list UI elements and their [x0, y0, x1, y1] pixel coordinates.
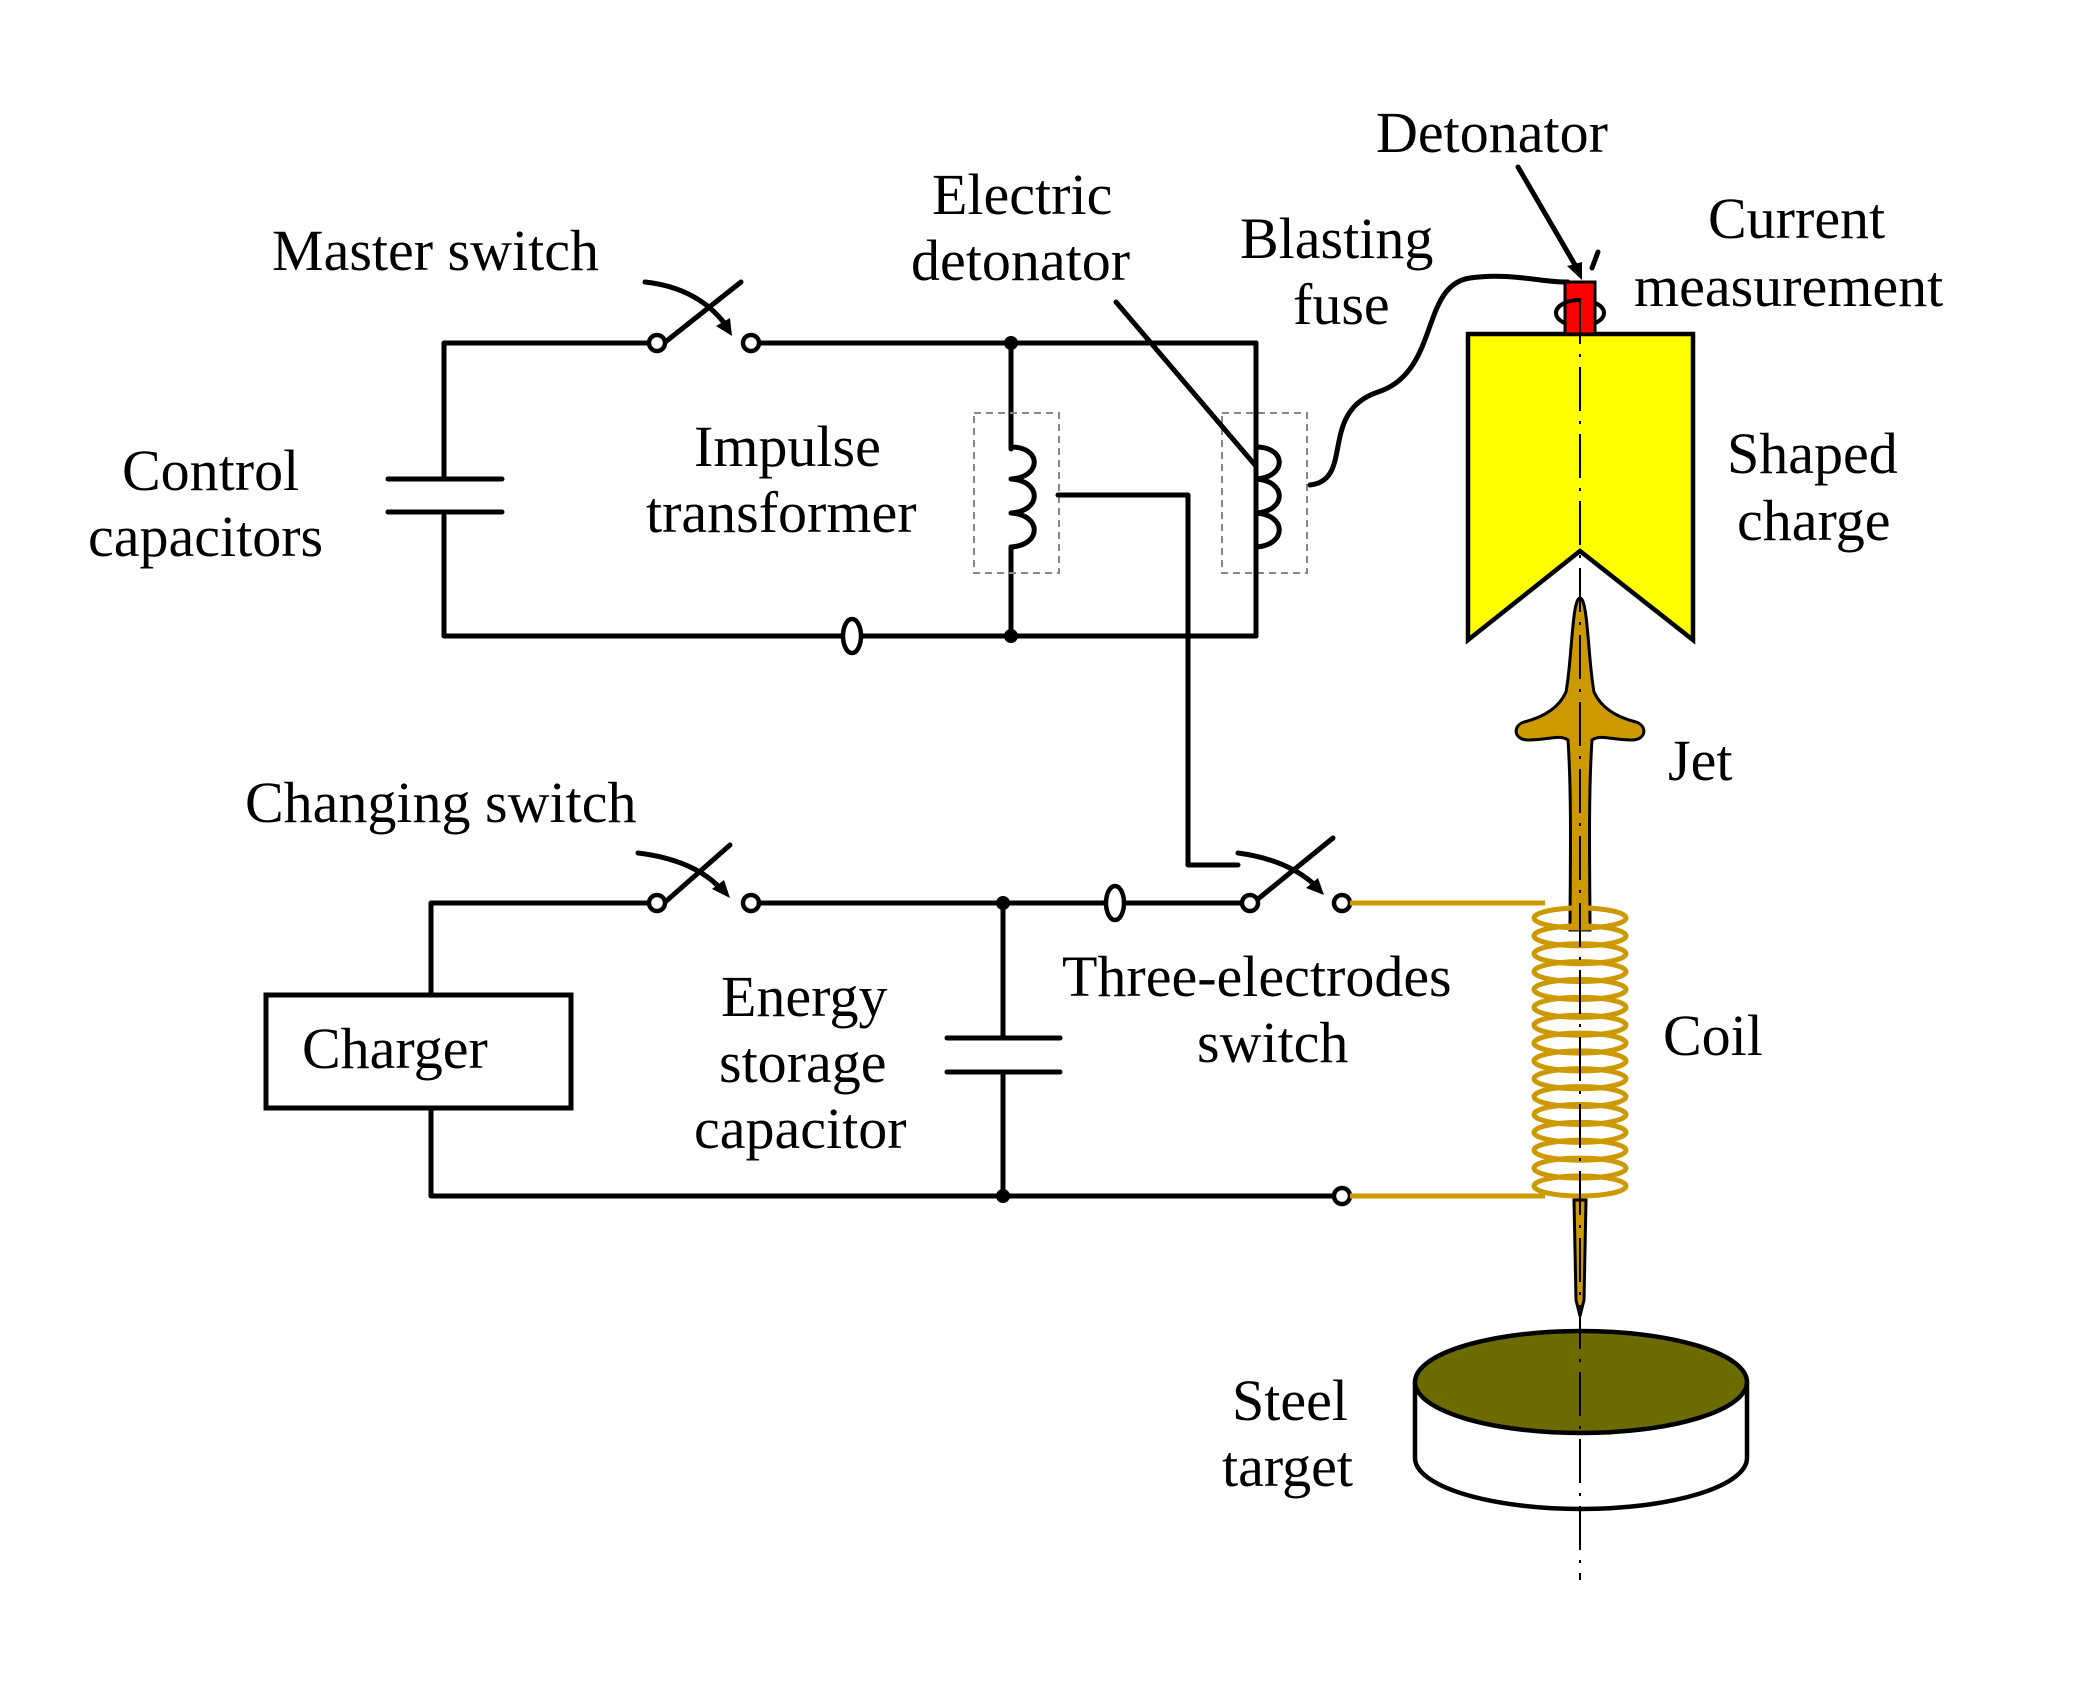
- top-circuit: [385, 273, 1571, 868]
- control-current-ring: [840, 616, 864, 656]
- shaped-charge: [1465, 331, 1696, 645]
- label-impulse-transformer-2: transformer: [646, 480, 917, 545]
- label-shaped-charge-1: Shaped: [1727, 421, 1898, 486]
- label-impulse-transformer-1: Impulse: [694, 414, 881, 479]
- label-electric-detonator-2: detonator: [911, 228, 1130, 293]
- label-energy-storage-1: Energy: [721, 964, 887, 1029]
- master-switch-terminal-right: [740, 332, 762, 354]
- label-energy-storage-2: storage: [719, 1030, 887, 1095]
- charger-bottom-wire: [428, 1105, 1336, 1199]
- label-changing-switch: Changing switch: [245, 770, 636, 835]
- label-current-measurement-1: Current: [1708, 186, 1885, 251]
- master-switch-arrow: [642, 279, 731, 331]
- master-switch-terminal-left: [646, 332, 668, 354]
- electric-detonator-box: [1221, 412, 1308, 574]
- label-blasting-fuse-1: Blasting: [1240, 206, 1433, 271]
- labels: Master switch Electric detonator Detonat…: [88, 100, 1943, 1499]
- master-switch: [642, 279, 762, 354]
- top-left-wire: [441, 340, 660, 479]
- three-electrodes-switch: [1235, 835, 1353, 914]
- label-coil: Coil: [1663, 1003, 1763, 1068]
- impulse-transformer-coil: [1008, 444, 1037, 550]
- three-electrodes-terminal-right: [1331, 892, 1353, 914]
- label-steel-target-2: target: [1222, 1434, 1353, 1499]
- label-shaped-charge-2: charge: [1737, 488, 1891, 553]
- current-measurement-leader: [1589, 249, 1601, 271]
- detonator-leader: [1515, 164, 1581, 273]
- label-current-measurement-2: measurement: [1634, 254, 1943, 319]
- master-switch-arrowhead: [716, 318, 732, 336]
- charger-top-wire: [428, 900, 660, 998]
- label-master-switch: Master switch: [272, 218, 599, 283]
- changing-switch: [635, 842, 762, 914]
- label-three-electrodes-1: Three-electrodes: [1062, 944, 1452, 1009]
- changing-switch-arrow: [635, 850, 725, 893]
- main-current-ring: [1103, 883, 1127, 923]
- label-energy-storage-3: capacitor: [694, 1096, 907, 1161]
- charger-box: [263, 992, 574, 1111]
- three-electrodes-arrow: [1235, 850, 1321, 891]
- changing-switch-arrowhead: [712, 880, 730, 898]
- label-jet: Jet: [1668, 728, 1732, 793]
- trigger-wire: [1055, 492, 1241, 868]
- label-charger: Charger: [302, 1016, 488, 1081]
- three-electrodes-arrowhead: [1306, 878, 1324, 895]
- three-electrodes-terminal-left: [1239, 892, 1261, 914]
- label-control-capacitors-2: capacitors: [88, 504, 323, 569]
- bottom-right-terminal: [1331, 1185, 1353, 1207]
- label-detonator: Detonator: [1376, 100, 1608, 165]
- electric-detonator-coil: [1253, 444, 1282, 550]
- label-steel-target-1: Steel: [1232, 1368, 1348, 1433]
- blasting-fuse: [1307, 273, 1571, 488]
- label-blasting-fuse-2: fuse: [1293, 272, 1390, 337]
- impulse-transformer-box: [973, 412, 1060, 574]
- detonator-arrowhead: [1567, 262, 1582, 280]
- bottom-circuit: [263, 835, 1545, 1207]
- label-electric-detonator-1: Electric: [932, 162, 1112, 227]
- label-control-capacitors-1: Control: [122, 438, 299, 503]
- electric-detonator-leader: [1113, 299, 1258, 468]
- label-three-electrodes-2: switch: [1197, 1010, 1348, 1075]
- changing-switch-terminal-left: [646, 892, 668, 914]
